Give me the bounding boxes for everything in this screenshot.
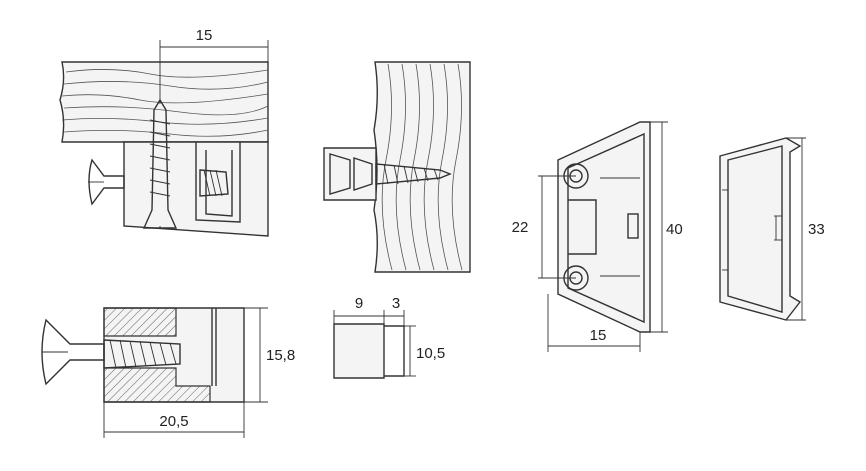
vertical-board (373, 61, 471, 273)
cap-view: 9 3 10,5 (333, 295, 445, 379)
dim-label-cap-height: 10,5 (416, 345, 445, 362)
bracket-view: 22 40 15 (512, 121, 683, 352)
vertical-screw (142, 98, 178, 229)
side-screw-head (88, 158, 125, 206)
dim-label-cap-lip: 3 (392, 295, 400, 312)
dim-label-housing-length: 20,5 (159, 413, 188, 430)
dim-label-hole-spacing: 22 (512, 219, 529, 236)
dim-label-bracket-height: 40 (666, 221, 683, 238)
cover-body (719, 137, 802, 321)
wood-plank (59, 61, 269, 143)
dim-label-bracket-width: 15 (590, 327, 607, 344)
dim-label-screw-offset: 15 (196, 27, 213, 44)
assembly-view-center (323, 61, 471, 273)
slot-screw (199, 169, 229, 197)
cap-body (333, 323, 385, 379)
housing-section-view: 15,8 20,5 (41, 307, 295, 438)
assembly-view-top-left: 15 (59, 27, 269, 237)
dim-label-cap-width: 9 (355, 295, 363, 312)
dim-label-housing-height: 15,8 (266, 347, 295, 364)
bracket-body (557, 121, 651, 333)
horizontal-screw (375, 163, 452, 185)
housing-screw-thread (103, 339, 181, 369)
dim-label-cover-height: 33 (808, 221, 825, 238)
cover-profile-view: 33 (719, 137, 825, 321)
